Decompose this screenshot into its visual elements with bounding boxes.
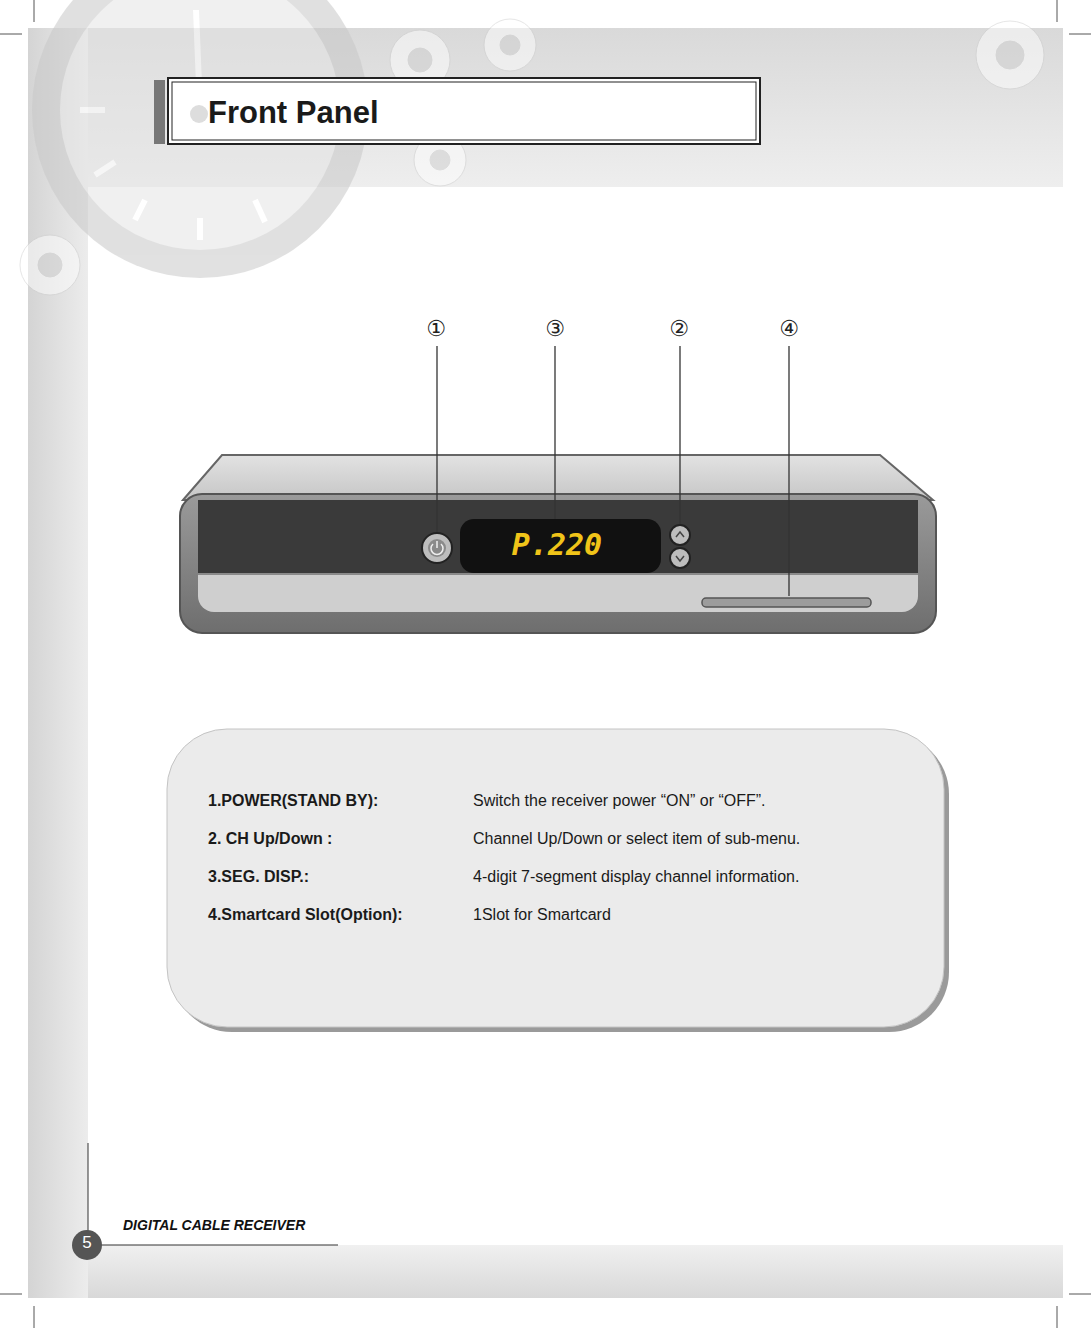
callout-number: ④ — [779, 318, 799, 340]
footer-marks — [72, 1143, 338, 1260]
item-description: 1Slot for Smartcard — [473, 905, 611, 924]
item-description: Channel Up/Down or select item of sub-me… — [473, 829, 800, 848]
description-table: 1.POWER(STAND BY): Switch the receiver po… — [167, 729, 944, 1027]
item-description: Switch the receiver power “ON” or “OFF”. — [473, 791, 766, 810]
leader-lines — [437, 346, 789, 596]
page-title: Front Panel — [208, 95, 379, 131]
item-name: 1.POWER(STAND BY): — [208, 791, 378, 810]
item-name: 2. CH Up/Down : — [208, 829, 332, 848]
item-description: 4-digit 7-segment display channel inform… — [473, 867, 799, 886]
segment-display: P.220 — [512, 530, 602, 560]
item-name: 4.Smartcard Slot(Option): — [208, 905, 403, 924]
callout-number: ③ — [545, 318, 565, 340]
description-panel — [167, 729, 949, 1032]
decor-flowers — [20, 19, 1044, 295]
item-name: 3.SEG. DISP.: — [208, 867, 309, 886]
callout-number: ① — [426, 318, 446, 340]
title-frame — [154, 78, 760, 144]
page-number: 5 — [82, 1234, 91, 1251]
receiver-illustration — [180, 455, 936, 633]
footer-text: DIGITAL CABLE RECEIVER — [123, 1218, 305, 1232]
callout-number: ② — [669, 318, 689, 340]
